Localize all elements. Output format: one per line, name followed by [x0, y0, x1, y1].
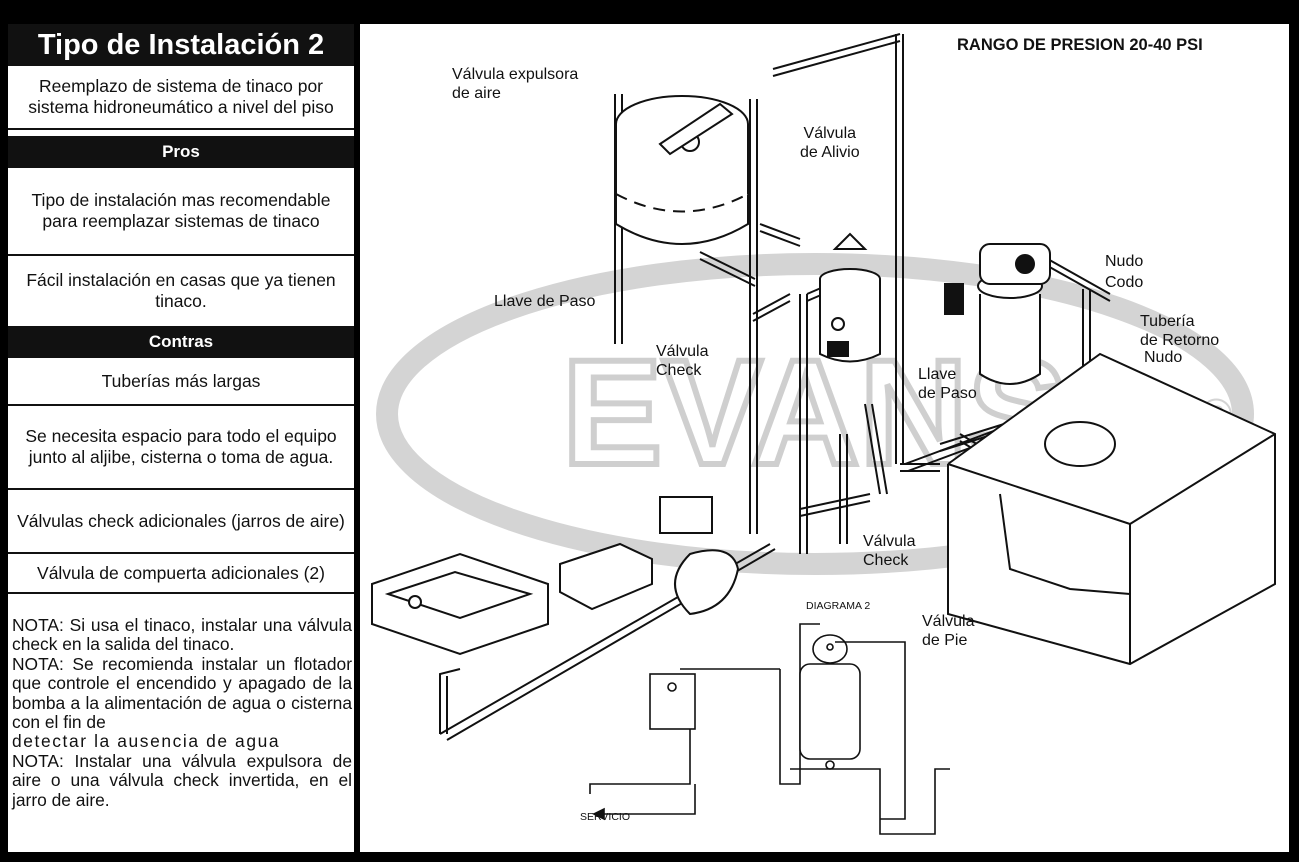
contras-item: Tuberías más largas [8, 358, 354, 406]
label-shutoff-valve-left: Llave de Paso [494, 293, 596, 310]
contras-heading: Contras [8, 326, 354, 358]
label-elbow: Codo [1105, 274, 1144, 291]
pressure-range-title: RANGO DE PRESION 20-40 PSI [957, 36, 1203, 54]
contras-item: Válvulas check adicionales (jarros de ai… [8, 490, 354, 554]
pros-item: Fácil instalación en casas que ya tienen… [8, 256, 354, 328]
schematic [589, 623, 950, 835]
contras-item: Válvula de compuerta adicionales (2) [8, 554, 354, 594]
label-union-mid: Nudo [1144, 349, 1183, 366]
label-union-top: Nudo [1105, 253, 1144, 270]
note: NOTA: Instalar una válvula expulsora de … [12, 750, 352, 810]
description-cell: Reemplazo de sistema de tinaco por siste… [8, 66, 354, 130]
label-return-pipe: Tubería de Retorno [1140, 313, 1220, 349]
note: NOTA: Se recomienda instalar un flotador… [12, 653, 352, 733]
label-relief-valve: Válvula de Alivio [800, 125, 860, 161]
label-foot-valve: Válvula de Pie [922, 613, 975, 649]
contras-item: Se necesita espacio para todo el equipo … [8, 406, 354, 490]
pressure-tank [944, 243, 1051, 385]
notes-block: NOTA: Si usa el tinaco, instalar una vál… [12, 615, 352, 810]
label-check-valve-left: Válvula Check [656, 343, 709, 379]
label-service: SERVICIO [580, 811, 630, 823]
water-heater [819, 232, 881, 363]
fixtures [371, 496, 740, 656]
pros-heading: Pros [8, 136, 354, 168]
note: NOTA: Si usa el tinaco, instalar una vál… [12, 615, 352, 655]
note: detectar la ausencia de agua [12, 731, 281, 752]
pros-item: Tipo de instalación mas recomendable par… [8, 168, 354, 256]
label-air-release-valve: Válvula expulsora de aire [452, 66, 579, 102]
label-shutoff-valve-right: Llave de Paso [918, 366, 977, 402]
label-check-valve-right: Válvula Check [863, 533, 916, 569]
label-diagram-2: DIAGRAMA 2 [806, 600, 871, 612]
cistern [947, 352, 1276, 666]
installation-diagram: EVANS ® [371, 33, 1276, 835]
page-title: Tipo de Instalación 2 [8, 24, 354, 66]
roof-tank [615, 95, 749, 245]
